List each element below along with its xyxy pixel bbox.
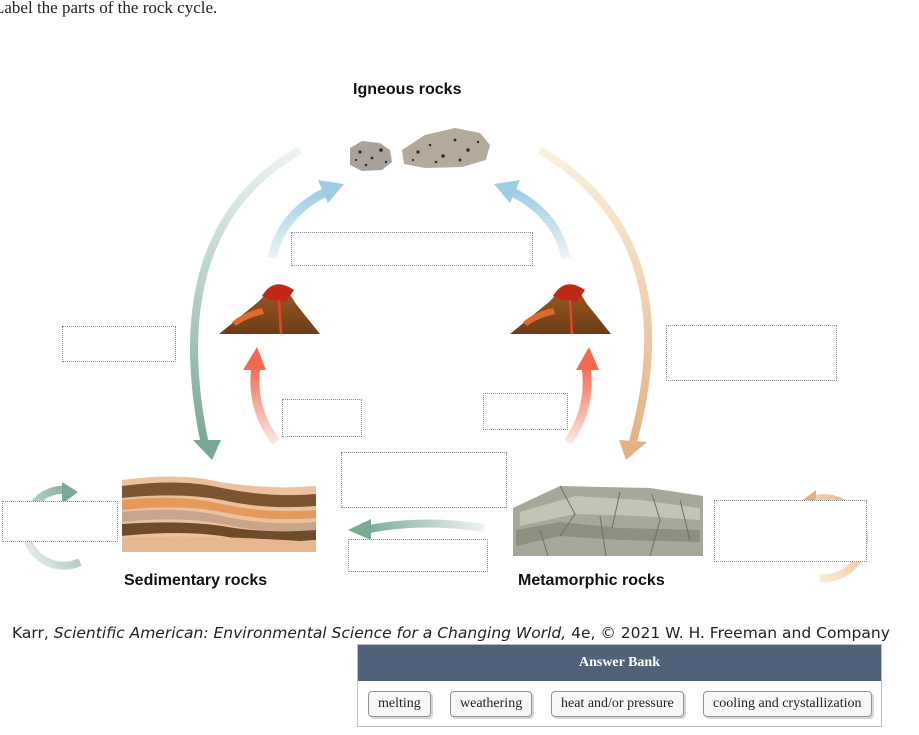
answer-chip-cooling-crystallization[interactable]: cooling and crystallization [703,691,872,717]
drop-zone-3[interactable] [666,325,837,381]
drop-zone-8[interactable] [714,500,867,562]
igneous-rocks-label: Igneous rocks [353,81,462,98]
instruction-text: Label the parts of the rock cycle. [0,0,218,17]
drop-zone-7[interactable] [2,501,118,542]
answer-chip-weathering[interactable]: weathering [450,691,533,717]
arrow-metamorphic-to-sedimentary [348,519,485,540]
volcano-left-image [219,284,320,335]
arrow-cooling-left [267,180,344,260]
metamorphic-rock-image [513,485,703,557]
drop-zone-5[interactable] [483,393,568,430]
drop-zone-2[interactable] [62,326,176,362]
answer-bank: Answer Bank melting weathering heat and/… [357,644,882,727]
sedimentary-rocks-label: Sedimentary rocks [124,572,268,589]
igneous-rock-image [350,128,490,171]
drop-zone-6[interactable] [341,452,507,508]
volcano-right-image [510,284,611,335]
citation: Karr, Scientific American: Environmental… [12,624,890,642]
rock-cycle-diagram [21,128,868,583]
arrow-cooling-right [494,180,571,260]
answer-bank-title: Answer Bank [358,645,881,681]
answer-bank-items: melting weathering heat and/or pressure … [358,681,881,727]
arrow-melting-left [243,347,280,445]
answer-chip-heat-pressure[interactable]: heat and/or pressure [551,691,684,717]
drop-zone-1[interactable] [291,232,533,266]
answer-chip-melting[interactable]: melting [368,691,431,717]
arrow-melting-right [564,347,599,445]
metamorphic-rocks-label: Metamorphic rocks [518,572,665,589]
arrow-igneous-to-sedimentary [190,146,302,460]
sedimentary-rock-image [122,476,316,552]
drop-zone-4[interactable] [282,399,362,437]
arrow-igneous-to-metamorphic [537,146,653,460]
drop-zone-9[interactable] [348,539,488,572]
